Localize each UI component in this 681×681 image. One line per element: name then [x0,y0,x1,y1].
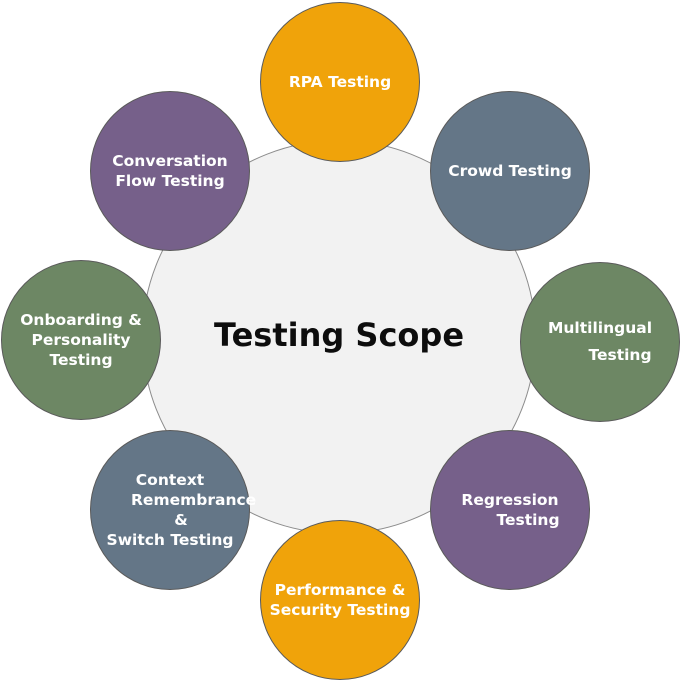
node-label-line: Performance & [274,581,406,599]
node-label-line: Onboarding & [20,311,142,329]
node-label: Regression Testing [435,490,585,530]
node-multilingual-testing: Multilingual Testing [520,262,680,422]
node-rpa-testing: RPA Testing [260,2,420,162]
node-label: Crowd Testing [435,161,585,181]
node-label-line: Conversation [112,152,228,170]
node-label: Multilingual Testing [525,315,675,369]
node-label-line: Testing [49,351,113,369]
node-label: Conversation Flow Testing [95,151,245,191]
node-label-line: Remembrance [131,491,257,509]
node-label-line: Testing [496,511,560,529]
node-label: Performance & Security Testing [265,580,415,620]
node-label-line: Context [135,471,205,489]
node-label-line: Multilingual [547,319,653,337]
node-label-line: Flow Testing [115,172,225,190]
node-label-line: Switch Testing [106,531,234,549]
node-context-remembrance-switch-testing: Context Remembrance & Switch Testing [90,430,257,590]
diagram-title: Testing Scope [213,316,465,354]
node-regression-testing: Regression Testing [430,430,590,590]
node-label-line: Security Testing [269,601,411,619]
node-label: Context Remembrance & Switch Testing [95,470,257,550]
node-label-line: RPA Testing [288,73,392,91]
node-label-line: Personality [31,331,131,349]
node-label: Onboarding & Personality Testing [6,310,156,370]
node-label-line: Testing [588,346,652,364]
node-performance-security-testing: Performance & Security Testing [260,520,420,680]
node-onboarding-personality-testing: Onboarding & Personality Testing [1,260,161,420]
node-label-line: Regression [461,491,559,509]
node-label-line: Crowd Testing [448,162,572,180]
node-label-line: & [174,511,188,529]
node-label: RPA Testing [265,72,415,92]
node-conversation-flow-testing: Conversation Flow Testing [90,91,250,251]
node-crowd-testing: Crowd Testing [430,91,590,251]
